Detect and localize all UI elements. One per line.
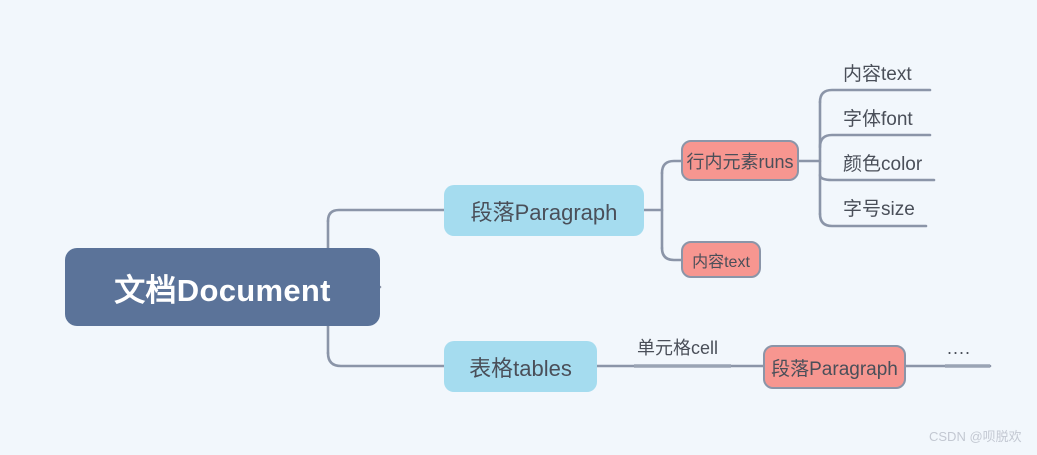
leaf-runs-size[interactable]: 字号size bbox=[843, 199, 915, 220]
leaf-runs-color[interactable]: 颜色color bbox=[843, 154, 923, 175]
node-cell-paragraph-label: 段落Paragraph bbox=[771, 358, 898, 380]
node-paragraph-text-label: 内容text bbox=[692, 253, 750, 271]
leaf-runs-font[interactable]: 字体font bbox=[843, 109, 913, 130]
link-paragraph-to-runs bbox=[660, 159, 683, 175]
link-paragraph-to-text bbox=[660, 246, 683, 262]
node-paragraph[interactable]: 段落Paragraph bbox=[444, 185, 644, 236]
watermark: CSDN @呗脱欢 bbox=[929, 429, 1022, 444]
node-cell-paragraph[interactable]: 段落Paragraph bbox=[763, 345, 906, 389]
leaf-cell[interactable]: 单元格cell bbox=[637, 338, 719, 358]
link-root-to-paragraph bbox=[326, 208, 446, 223]
node-paragraph-label: 段落Paragraph bbox=[470, 199, 618, 225]
node-paragraph-text[interactable]: 内容text bbox=[681, 241, 761, 278]
link-runs-to-font bbox=[818, 133, 932, 149]
link-root-to-tables bbox=[326, 351, 446, 368]
link-runs-to-color bbox=[818, 173, 936, 182]
node-runs-label: 行内元素runs bbox=[686, 151, 794, 172]
node-tables-label: 表格tables bbox=[469, 355, 572, 381]
leaf-more[interactable]: .... bbox=[947, 338, 972, 358]
node-runs[interactable]: 行内元素runs bbox=[681, 140, 799, 181]
node-document[interactable]: 文档Document bbox=[65, 248, 380, 326]
link-runs-to-text bbox=[818, 88, 932, 104]
node-tables[interactable]: 表格tables bbox=[444, 341, 597, 392]
leaf-runs-text[interactable]: 内容text bbox=[843, 64, 912, 85]
node-document-label: 文档Document bbox=[114, 272, 331, 308]
